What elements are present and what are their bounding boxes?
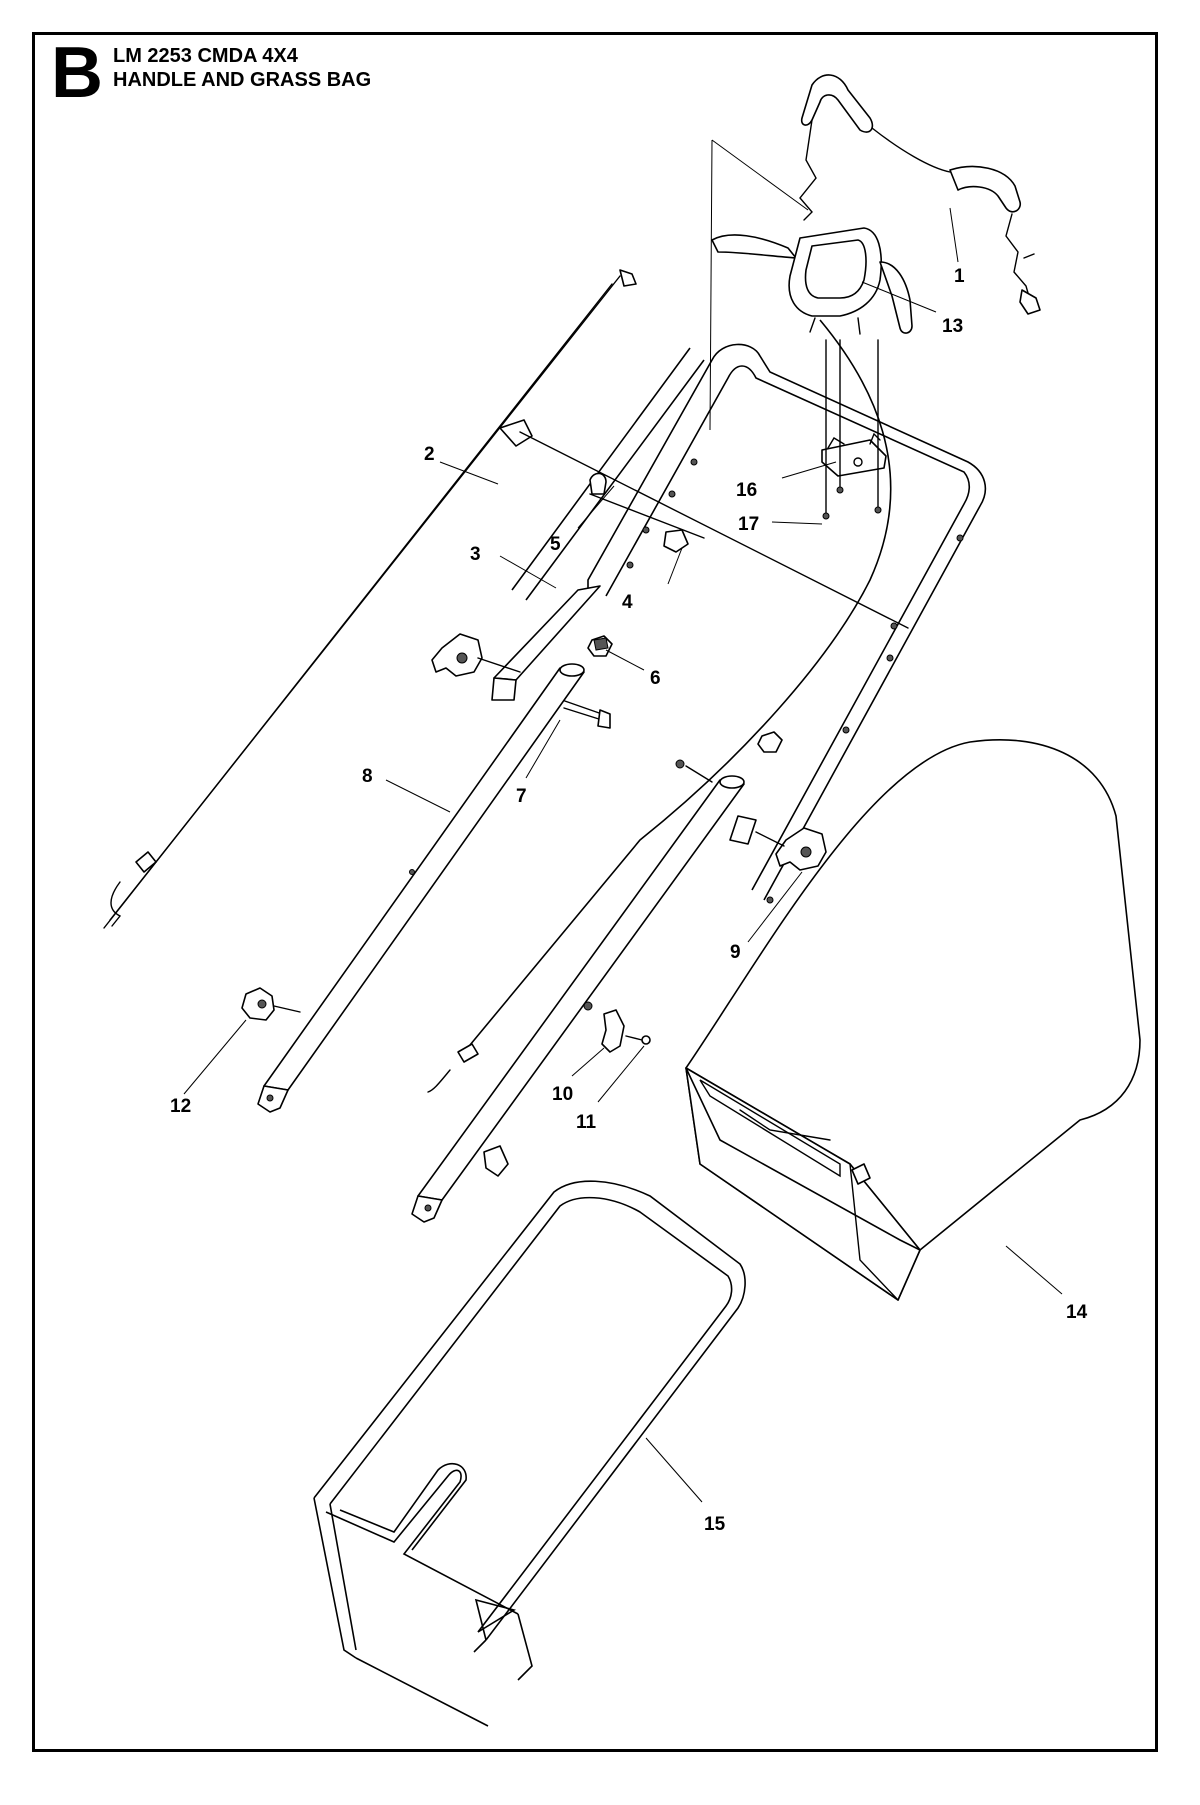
callout-17: 17 xyxy=(738,514,759,535)
callout-labels: 1 2 3 4 5 6 7 8 9 10 11 12 13 14 15 16 1… xyxy=(170,266,1088,1535)
part-2-cable xyxy=(103,269,637,929)
callout-3: 3 xyxy=(470,544,481,565)
model-name: LM 2253 CMDA 4X4 xyxy=(113,45,298,67)
lower-handle-right xyxy=(411,775,757,1223)
section-letter: B xyxy=(51,33,103,113)
cable-end-lower xyxy=(457,1043,479,1063)
callout-16: 16 xyxy=(736,480,757,501)
callout-11: 11 xyxy=(576,1112,597,1133)
part-10-cable-clamp xyxy=(583,1001,625,1053)
main-handle-frame xyxy=(511,343,987,904)
throttle-cable xyxy=(469,319,892,1046)
part-17-screws xyxy=(822,339,882,520)
callout-10: 10 xyxy=(552,1084,573,1105)
callout-7: 7 xyxy=(516,786,527,807)
callout-9: 9 xyxy=(730,942,741,963)
callout-15: 15 xyxy=(704,1514,726,1535)
part-3-bracket xyxy=(493,585,601,681)
part-9-star-knob xyxy=(675,731,827,871)
callout-6: 6 xyxy=(650,668,661,689)
callout-13: 13 xyxy=(942,316,963,337)
part-8-lower-handle-left xyxy=(257,663,585,1113)
hand-knob-left xyxy=(431,633,521,677)
part-11-screw xyxy=(625,1035,651,1045)
part-12-knob xyxy=(241,987,301,1021)
lower-knob-right xyxy=(483,1145,509,1177)
callout-12: 12 xyxy=(170,1096,191,1117)
callout-4: 4 xyxy=(622,592,633,613)
part-4-clamp xyxy=(663,529,689,553)
callout-5: 5 xyxy=(550,534,561,555)
part-16-mounting-bracket xyxy=(821,432,887,477)
callout-2: 2 xyxy=(424,444,435,465)
diagram-title: HANDLE AND GRASS BAG xyxy=(113,69,372,91)
callout-8: 8 xyxy=(362,766,373,787)
callout-1: 1 xyxy=(954,266,965,287)
cross-rod xyxy=(519,431,909,629)
part-6-nut xyxy=(587,635,613,657)
part-5-clip xyxy=(589,472,607,495)
part-7-bolt xyxy=(561,699,611,729)
part-13-control-console xyxy=(711,227,913,335)
part-15-bag-frame xyxy=(313,1180,746,1727)
part-14-grass-bag xyxy=(685,739,1141,1301)
part-1-upper-handlebar xyxy=(799,74,1041,315)
callout-14: 14 xyxy=(1066,1302,1088,1323)
leader-lines xyxy=(183,207,1063,1503)
